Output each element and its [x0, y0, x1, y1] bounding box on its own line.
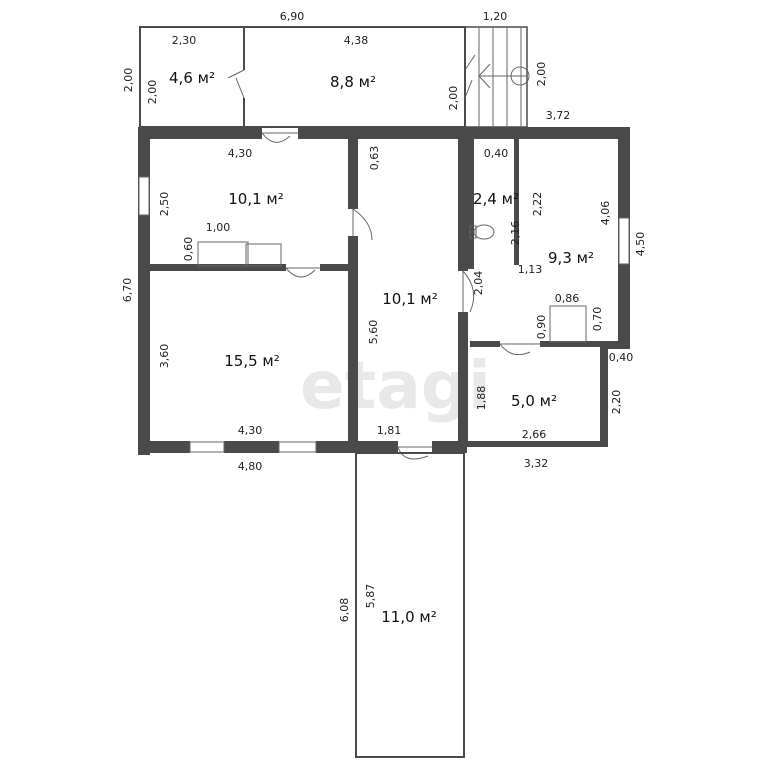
dimension-label: 2,16 [509, 221, 522, 246]
dimension-label: 0,90 [535, 315, 548, 340]
room-area-label: 5,0 м² [511, 392, 557, 410]
dimension-label: 5,87 [364, 584, 377, 609]
dimension-label: 0,63 [368, 146, 381, 171]
dimension-label: 5,60 [367, 320, 380, 345]
room-area-label: 11,0 м² [381, 608, 437, 626]
dimension-label: 1,20 [483, 10, 508, 23]
dimension-label: 2,00 [146, 80, 159, 105]
dimension-label: 2,00 [535, 62, 548, 87]
dimension-label: 2,00 [447, 86, 460, 111]
dimension-label: 4,38 [344, 34, 369, 47]
dimension-label: 2,50 [158, 192, 171, 217]
dimension-label: 0,40 [484, 147, 509, 160]
dimension-label: 3,32 [524, 457, 549, 470]
room-area-label: 4,6 м² [169, 69, 215, 87]
dimension-label: 1,00 [206, 221, 231, 234]
stove-fixture [245, 243, 282, 267]
dimension-label: 2,22 [531, 192, 544, 217]
room-area-label: 10,1 м² [228, 190, 284, 208]
dimension-label: 6,70 [121, 278, 134, 303]
dimension-label: 2,66 [522, 428, 547, 441]
dimension-label: 2,04 [472, 271, 485, 296]
dimension-label: 0,70 [591, 307, 604, 332]
counter-fixture [197, 241, 249, 267]
dimension-label: 1,13 [518, 263, 543, 276]
dimension-label: 3,72 [546, 109, 571, 122]
dimension-label: 4,30 [228, 147, 253, 160]
door-arc-icon [227, 69, 245, 99]
dimension-label: 6,90 [280, 10, 305, 23]
dimension-label: 1,81 [377, 424, 402, 437]
dimension-label: 2,00 [122, 68, 135, 93]
dimension-label: 4,80 [238, 460, 263, 473]
dimension-label: 3,60 [158, 344, 171, 369]
dimension-label: 4,06 [599, 201, 612, 226]
room-area-label: 8,8 м² [330, 73, 376, 91]
room-area-label: 2,4 м² [473, 190, 519, 208]
extension-outline [355, 452, 465, 758]
dimension-label: 0,60 [182, 237, 195, 262]
doors [261, 132, 540, 460]
dimension-label: 6,08 [338, 598, 351, 623]
room-area-label: 15,5 м² [224, 352, 280, 370]
boiler-fixture [549, 305, 587, 343]
room-area-label: 10,1 м² [382, 290, 438, 308]
dimension-label: 1,88 [475, 386, 488, 411]
toilet-tank [469, 225, 477, 239]
dimension-label: 2,20 [610, 390, 623, 415]
room-area-label: 9,3 м² [548, 249, 594, 267]
door-arc-icon [464, 54, 476, 99]
toilet-icon [473, 224, 495, 240]
porch-outline [464, 26, 528, 128]
inner-walls [150, 139, 600, 447]
stairs-icon [478, 27, 530, 127]
dimension-label: 4,50 [634, 232, 647, 257]
dimension-label: 2,30 [172, 34, 197, 47]
dimension-label: 0,40 [609, 351, 634, 364]
windows [138, 176, 630, 453]
dimension-label: 0,86 [555, 292, 580, 305]
dimension-label: 4,30 [238, 424, 263, 437]
